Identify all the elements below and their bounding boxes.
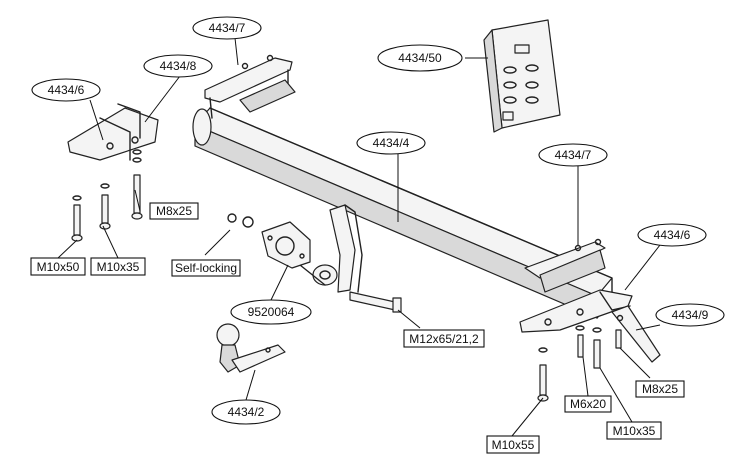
crossbar-beam xyxy=(192,107,613,319)
callout-label: 4434/8 xyxy=(160,59,197,73)
callout-4434-8: 4434/8 xyxy=(143,54,213,78)
callout-label: 4434/7 xyxy=(555,148,592,162)
callout-4434-7-top: 4434/7 xyxy=(192,16,262,40)
callout-4434-4: 4434/4 xyxy=(356,131,426,155)
right-upper-bracket xyxy=(524,238,606,293)
bolt-label-m12x65: M12x65/21,2 xyxy=(403,329,485,348)
bolt-label-m6x20: M6x20 xyxy=(564,395,612,413)
bolt-label-m10x50: M10x50 xyxy=(30,257,86,276)
callout-4434-2: 4434/2 xyxy=(211,399,281,425)
callout-label: 4434/50 xyxy=(398,51,442,65)
callout-4434-9: 4434/9 xyxy=(655,303,725,327)
leader-lines xyxy=(57,37,661,437)
callout-label: 4434/7 xyxy=(209,21,246,35)
callout-4434-6-right: 4434/6 xyxy=(637,223,707,247)
right-plate xyxy=(611,305,661,363)
center-mount xyxy=(299,204,363,293)
right-bolts xyxy=(537,325,622,402)
callout-label: 4434/6 xyxy=(48,83,85,97)
callout-4434-7-right: 4434/7 xyxy=(538,143,608,167)
tow-ball xyxy=(216,323,286,373)
callout-4434-50: 4434/50 xyxy=(377,44,463,72)
bolt-label-m8x25-right: M8x25 xyxy=(635,380,685,398)
callout-4434-6-left: 4434/6 xyxy=(31,78,101,102)
bolt-label-m10x35-left: M10x35 xyxy=(90,257,146,276)
bolt-label: Self-locking xyxy=(175,261,237,275)
bolt-label: M12x65/21,2 xyxy=(409,332,479,346)
socket-plate xyxy=(227,213,311,269)
left-bolts xyxy=(71,149,143,242)
callout-label: 4434/4 xyxy=(373,136,410,150)
left-upper-bracket xyxy=(204,54,296,119)
callout-label: 4434/9 xyxy=(672,308,709,322)
bolt-label: M10x55 xyxy=(492,438,535,452)
bolt-label-m10x35-right: M10x35 xyxy=(606,421,662,440)
callout-label: 4434/2 xyxy=(228,405,265,419)
bolt-label-m8x25-left: M8x25 xyxy=(149,202,199,220)
bolt-label-self-locking: Self-locking xyxy=(171,259,241,277)
bolt-label: M8x25 xyxy=(642,382,678,396)
callout-label: 9520064 xyxy=(248,305,295,319)
callout-9520064: 9520064 xyxy=(230,299,312,325)
bolt-label-m10x55: M10x55 xyxy=(486,435,540,454)
bolt-label: M6x20 xyxy=(570,397,606,411)
callout-label: 4434/6 xyxy=(654,228,691,242)
bolt-label: M8x25 xyxy=(156,204,192,218)
hardware-kit-card xyxy=(483,19,561,133)
bolt-m12 xyxy=(349,291,402,313)
bolt-label: M10x35 xyxy=(97,260,140,274)
bolt-label: M10x35 xyxy=(613,424,656,438)
left-bracket xyxy=(67,103,159,161)
bolt-label: M10x50 xyxy=(37,260,80,274)
